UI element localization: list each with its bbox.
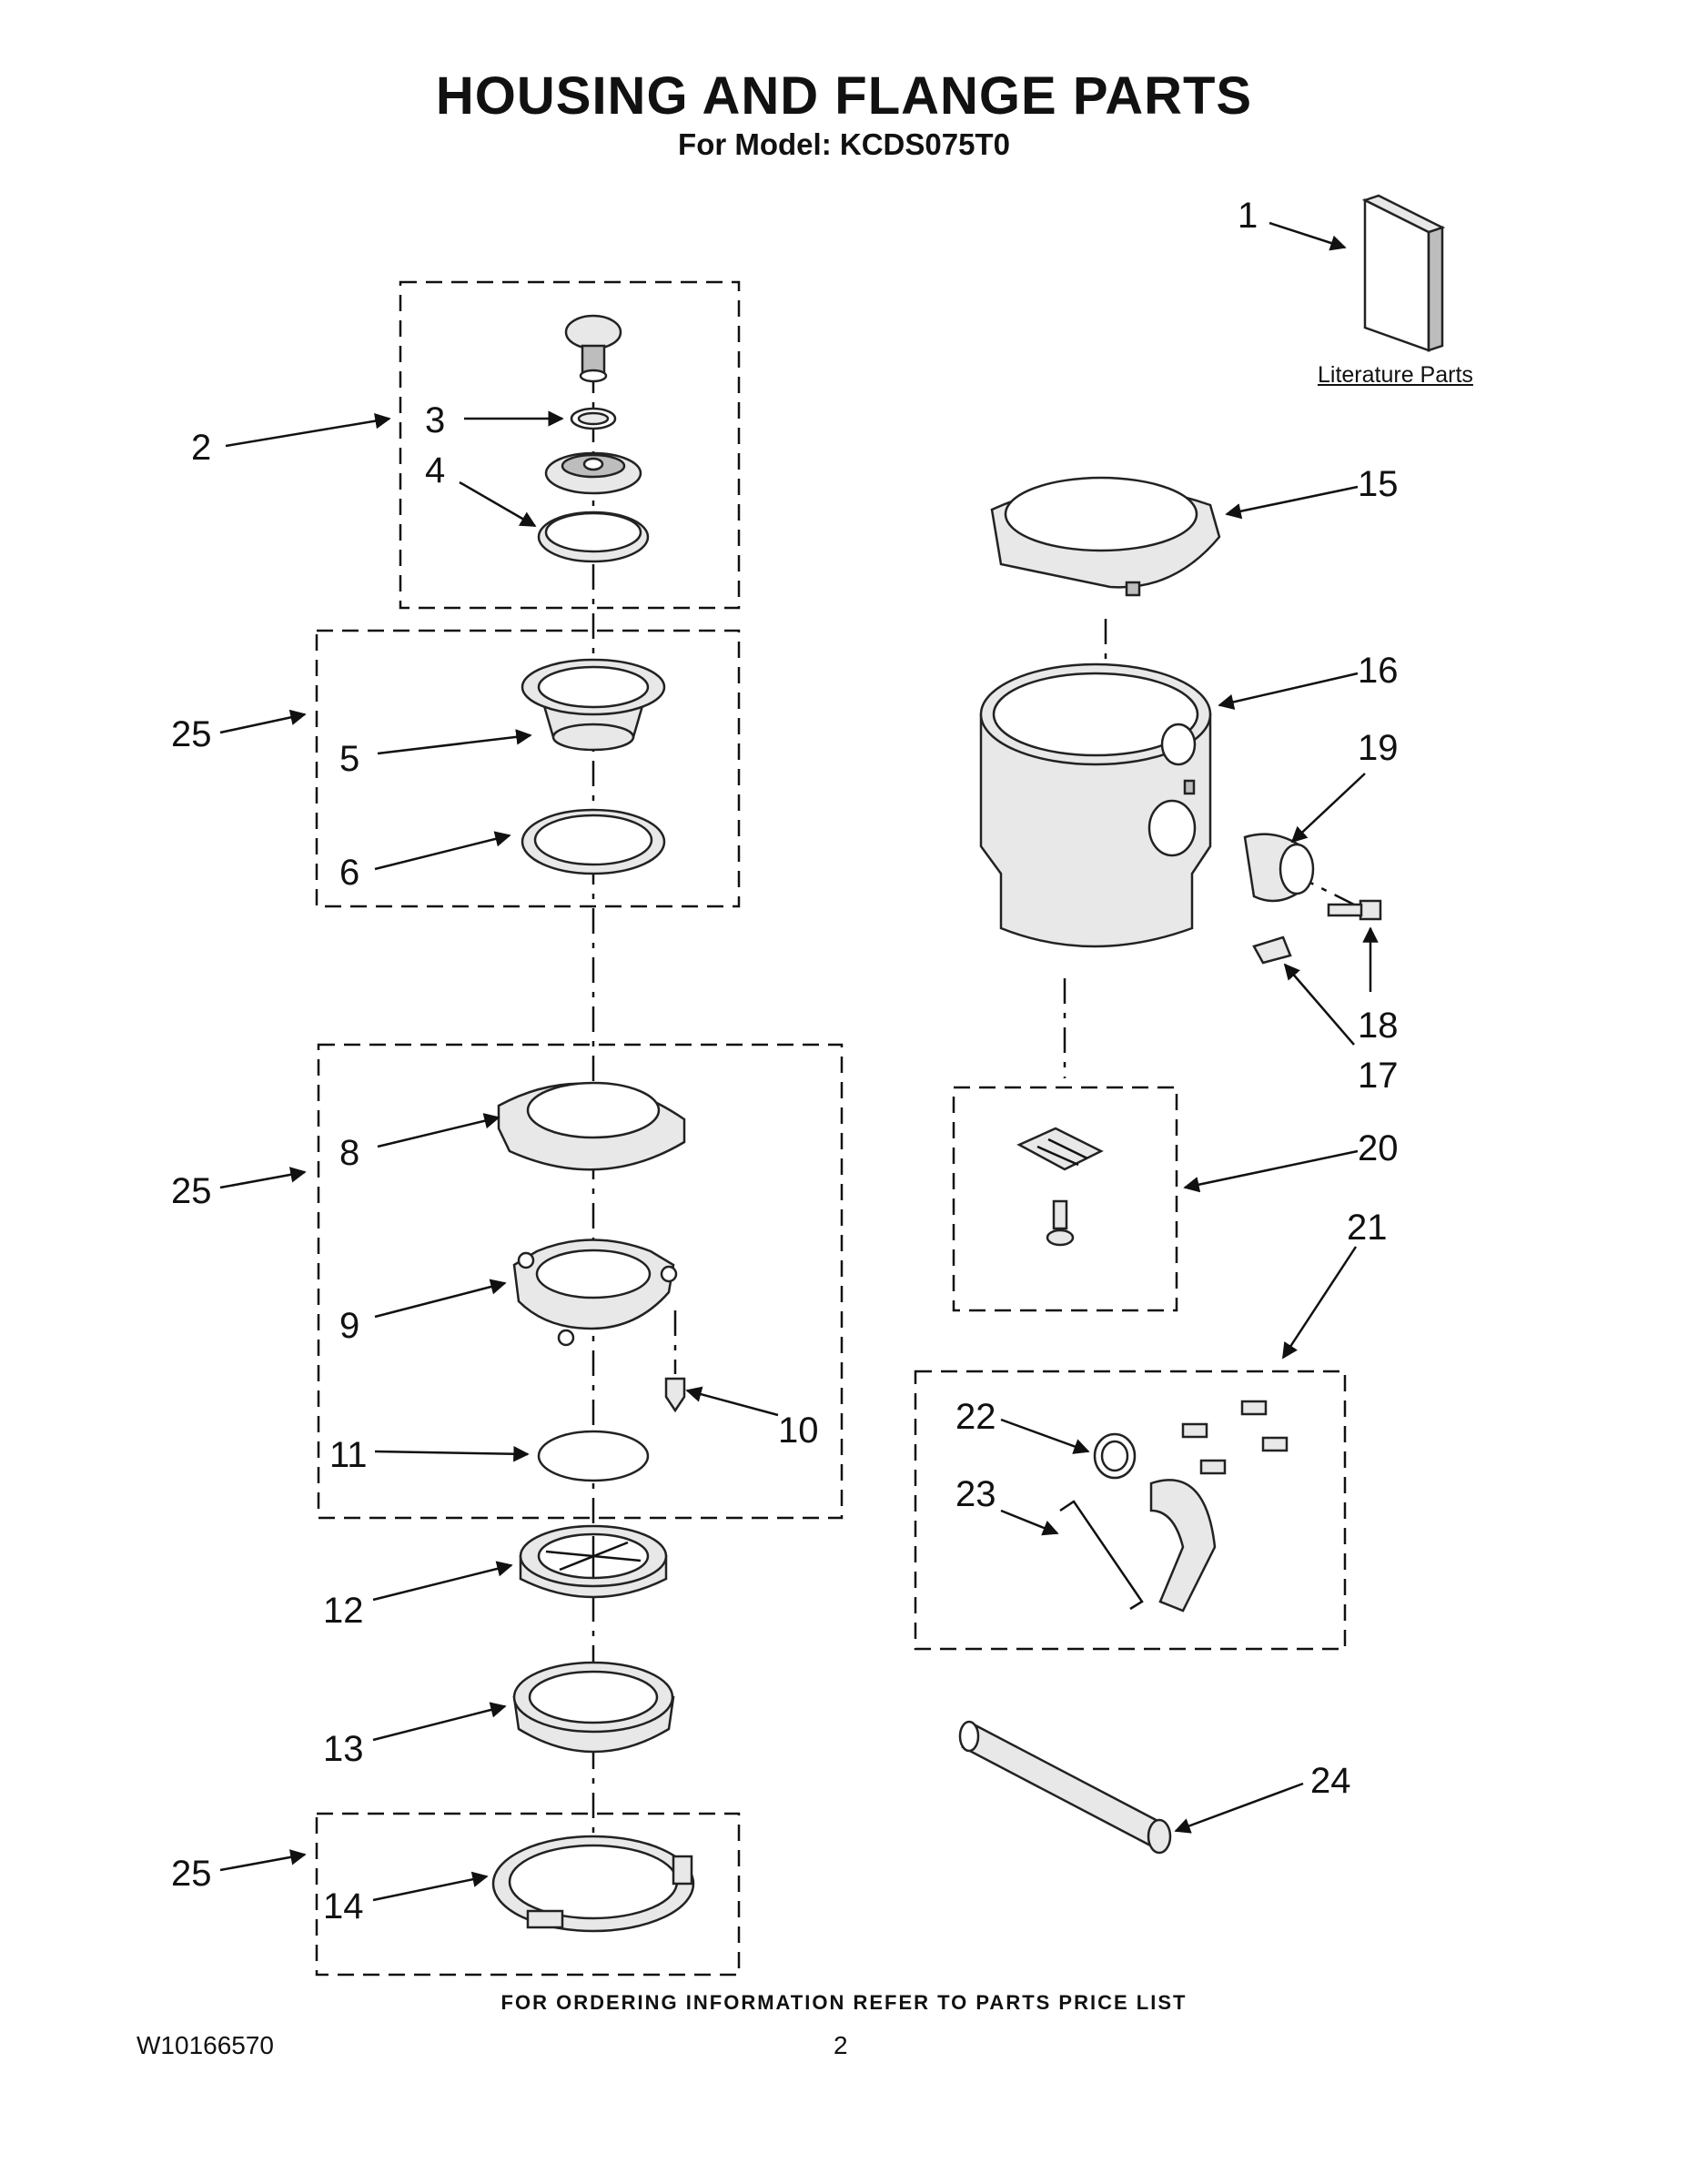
- callout-5: 5: [339, 739, 359, 779]
- leader-9: [374, 1279, 507, 1319]
- stopper-icon: [564, 314, 622, 383]
- leader-25c: [219, 1849, 307, 1872]
- leader-21: [1281, 1246, 1358, 1360]
- leader-19: [1290, 773, 1366, 844]
- leader-14: [372, 1871, 489, 1902]
- callout-12: 12: [323, 1591, 364, 1631]
- callout-21: 21: [1347, 1208, 1388, 1248]
- snap-ring-icon: [537, 1430, 650, 1482]
- leader-10: [685, 1386, 779, 1417]
- discharge-gasket-icon: [1243, 833, 1315, 903]
- callout-16: 16: [1358, 651, 1399, 691]
- callout-22: 22: [955, 1397, 996, 1437]
- callout-3: 3: [425, 400, 445, 440]
- ordering-note: FOR ORDERING INFORMATION REFER TO PARTS …: [500, 1991, 1188, 2014]
- leader-16: [1218, 672, 1359, 710]
- sink-gasket-icon: [537, 511, 650, 563]
- splash-guard-icon: [544, 451, 642, 495]
- callout-1: 1: [1238, 196, 1258, 236]
- discharge-screw-icon: [1327, 899, 1382, 921]
- leader-25b: [219, 1167, 307, 1189]
- discharge-clip-icon: [1252, 935, 1292, 965]
- callout-18: 18: [1358, 1006, 1399, 1046]
- leader-6: [374, 831, 511, 871]
- model-subtitle: For Model: KCDS075T0: [678, 127, 1010, 161]
- callout-9: 9: [339, 1306, 359, 1346]
- page-number: 2: [834, 2031, 848, 2059]
- callout-6: 6: [339, 853, 359, 893]
- callout-13: 13: [323, 1729, 364, 1769]
- upper-mount-icon: [512, 1661, 675, 1754]
- group-box-stopper: [399, 280, 741, 610]
- group-box-mounting: [317, 1043, 844, 1520]
- callout-17: 17: [1358, 1056, 1399, 1096]
- group-box-hardware: [914, 1370, 1347, 1651]
- group-box-ring: [315, 1812, 741, 1977]
- callout-19: 19: [1358, 728, 1399, 768]
- literature-parts-label: Literature Parts: [1318, 362, 1473, 388]
- hose-clamp-icon: [1093, 1432, 1137, 1480]
- leader-11: [374, 1445, 530, 1462]
- elbow-hose-icon: [1149, 1479, 1217, 1613]
- document-number: W10166570: [136, 2031, 275, 2059]
- leader-20: [1183, 1149, 1359, 1193]
- leader-17: [1283, 963, 1355, 1046]
- leader-23: [1000, 1509, 1059, 1536]
- mounting-ring-icon: [512, 1239, 678, 1347]
- leader-25a: [219, 709, 307, 734]
- callout-25c: 25: [171, 1854, 212, 1894]
- callout-15: 15: [1358, 464, 1399, 504]
- housing-cover-icon: [990, 476, 1221, 597]
- fiber-gasket-icon: [521, 808, 666, 875]
- baffle-plate-icon: [1016, 1127, 1104, 1171]
- callout-25b: 25: [171, 1171, 212, 1211]
- leader-13: [372, 1702, 507, 1742]
- leader-1: [1269, 221, 1347, 251]
- callout-25a: 25: [171, 714, 212, 754]
- hardware-screws-icon: [1181, 1400, 1289, 1475]
- housing-body-icon: [979, 662, 1212, 948]
- leader-15: [1225, 485, 1359, 520]
- callout-10: 10: [778, 1410, 819, 1451]
- callout-2: 2: [191, 428, 211, 468]
- wrench-icon: [1059, 1500, 1144, 1611]
- leader-12: [372, 1561, 513, 1602]
- tailpipe-icon: [958, 1720, 1172, 1855]
- backup-ring-icon: [497, 1081, 686, 1171]
- page-title: HOUSING AND FLANGE PARTS: [435, 66, 1253, 126]
- literature-booklet-icon: [1361, 194, 1446, 352]
- baffle-screw-icon: [1046, 1199, 1075, 1247]
- callout-20: 20: [1358, 1128, 1399, 1168]
- callout-24: 24: [1310, 1761, 1351, 1801]
- sink-flange-icon: [521, 658, 666, 752]
- callout-4: 4: [425, 450, 445, 490]
- lower-mounting-ring-icon: [491, 1835, 695, 1933]
- mounting-screw-icon: [664, 1377, 686, 1413]
- callout-8: 8: [339, 1133, 359, 1173]
- group-box-flange: [315, 629, 741, 908]
- leader-2: [225, 412, 391, 448]
- leader-24: [1174, 1782, 1304, 1834]
- group-box-baffle: [952, 1086, 1178, 1312]
- stopper-o-ring-icon: [570, 407, 617, 430]
- leader-5: [377, 729, 532, 755]
- cushion-mount-icon: [519, 1524, 668, 1599]
- callout-11: 11: [329, 1435, 368, 1475]
- leader-4: [459, 480, 537, 528]
- callout-14: 14: [323, 1886, 364, 1926]
- callout-23: 23: [955, 1474, 996, 1514]
- leader-22: [1000, 1418, 1090, 1454]
- leader-8: [377, 1113, 500, 1148]
